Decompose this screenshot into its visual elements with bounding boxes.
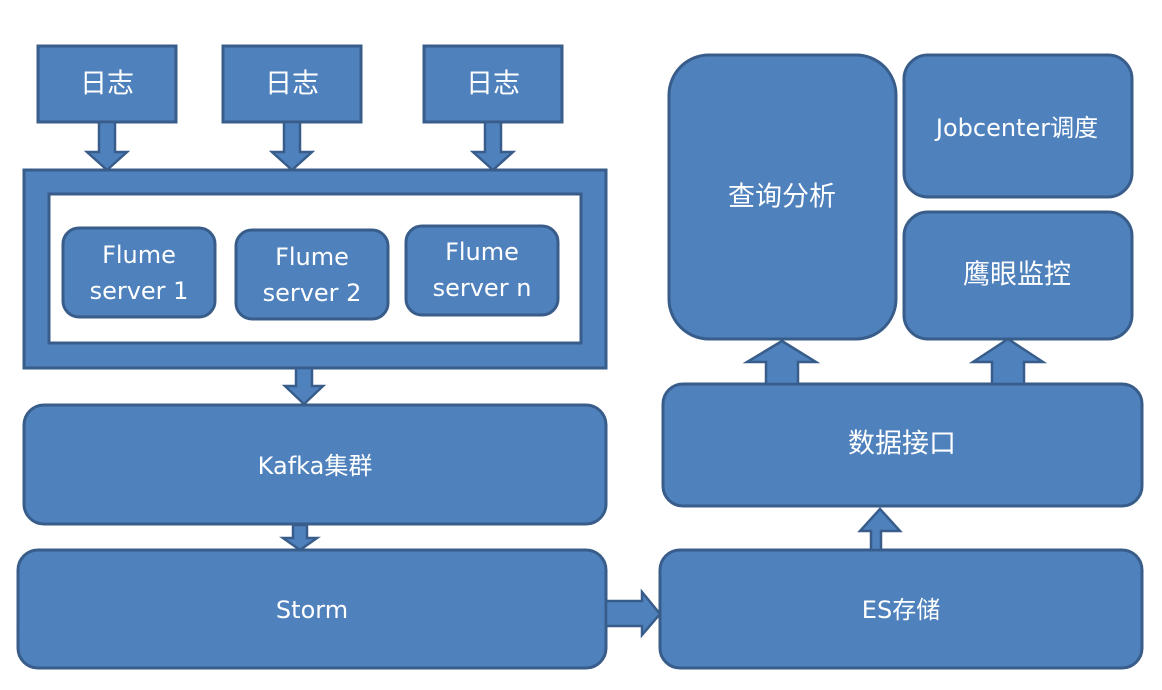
storm-label: Storm	[276, 596, 348, 624]
storm: Storm	[16, 548, 608, 670]
kafka-cluster: Kafka集群	[22, 403, 608, 526]
jobcenter-label: Jobcenter调度	[934, 114, 1098, 142]
flume-server-n: Flume server n	[404, 224, 560, 317]
arrow-log2-to-flume	[268, 120, 316, 172]
log-source-1-label: 日志	[80, 69, 134, 100]
arrow-data-interface-to-monitor	[968, 337, 1048, 386]
es-storage-label: ES存储	[862, 596, 940, 624]
flume-server-2-line1: Flume	[275, 243, 349, 271]
flume-server-1-line1: Flume	[102, 241, 176, 269]
data-interface: 数据接口	[661, 382, 1144, 508]
flume-cluster: Flume server 1 Flume server 2 Flume serv…	[22, 168, 608, 370]
arrow-storm-to-es	[604, 588, 662, 639]
eagle-eye-monitor-label: 鹰眼监控	[963, 260, 1071, 291]
log-source-2-label: 日志	[265, 69, 319, 100]
es-storage: ES存储	[658, 548, 1144, 670]
kafka-cluster-label: Kafka集群	[258, 452, 373, 480]
flume-server-2-line2: server 2	[263, 279, 362, 307]
flume-server-n-line2: server n	[433, 274, 532, 302]
data-interface-label: 数据接口	[848, 429, 956, 460]
arrow-flume-to-kafka	[281, 366, 327, 406]
flume-cluster-frame	[22, 168, 608, 370]
flume-server-1-line2: server 1	[90, 277, 189, 305]
arrow-data-interface-to-query	[742, 339, 821, 386]
arrow-log3-to-flume	[469, 120, 517, 172]
query-analysis-label: 查询分析	[728, 182, 836, 213]
flume-server-1: Flume server 1	[61, 226, 217, 319]
flume-server-n-line1: Flume	[445, 238, 519, 266]
log-source-3-label: 日志	[466, 69, 520, 100]
log-source-3: 日志	[422, 44, 564, 124]
log-source-1: 日志	[36, 44, 178, 124]
arrow-log1-to-flume	[83, 120, 131, 172]
query-analysis: 查询分析	[667, 53, 898, 341]
arrow-kafka-to-storm	[279, 523, 321, 552]
arrow-es-to-data-interface	[857, 507, 903, 552]
log-source-2: 日志	[221, 44, 363, 124]
eagle-eye-monitor: 鹰眼监控	[902, 210, 1134, 341]
flume-server-2: Flume server 2	[234, 228, 390, 321]
jobcenter-scheduler: Jobcenter调度	[902, 53, 1134, 199]
